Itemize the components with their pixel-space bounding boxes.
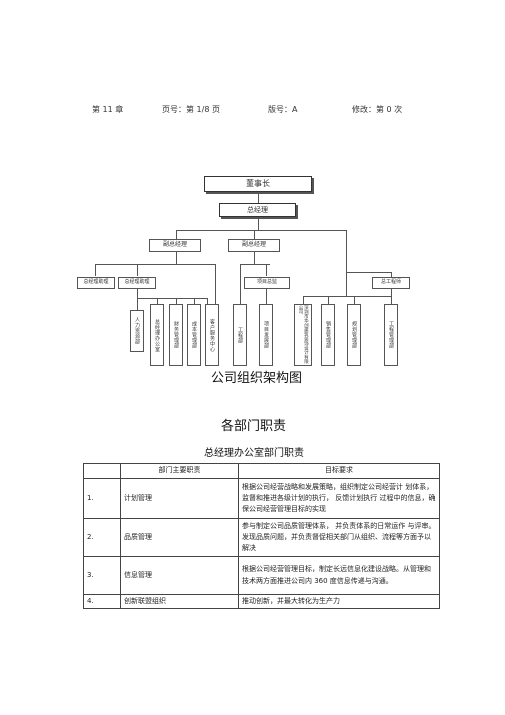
row-number: 1. (83, 478, 121, 519)
row-goal: 根据公司经营战略和发展策略，组织制定公司经营计 划体系，监督和推进各级计划的执行… (238, 478, 440, 519)
org-connector (95, 264, 96, 276)
org-connector (240, 264, 270, 265)
org-connector (137, 298, 138, 310)
org-connector (258, 219, 259, 230)
org-connector (354, 296, 355, 304)
org-connector (137, 289, 138, 298)
org-box-vice-gm-right: 副总经理 (228, 239, 280, 252)
table-header-cell: 目标要求 (238, 463, 440, 479)
org-box-subsidiary: 深圳市华创建筑装饰设计有限公司 (294, 304, 312, 366)
row-number: 3. (83, 556, 121, 595)
table-row: 1. 计划管理 根据公司经营战略和发展策略，组织制定公司经营计 划体系，监督和推… (83, 478, 440, 519)
row-goal: 参与制定公司品质管理体系， 并负责体系的日常运作 与评审。发现品质问题，并负责督… (238, 518, 440, 557)
org-connector (157, 298, 158, 304)
org-box-chairman: 董事长 (204, 176, 312, 192)
org-connector (254, 252, 255, 264)
org-connector (328, 296, 329, 304)
org-box-customer-service: 客户服务中心 (205, 304, 219, 366)
page-number: 页号：第 1/8 页 (162, 105, 220, 114)
row-number: 2. (83, 518, 121, 557)
org-connector (266, 289, 267, 304)
org-connector (258, 194, 259, 203)
org-connector (391, 289, 392, 304)
org-connector (346, 272, 391, 273)
table-row: 4. 创新联盟组织 推动创新，并最大转化为生产力 (83, 593, 440, 610)
org-connector (346, 272, 347, 296)
org-connector (391, 272, 392, 277)
row-duty: 创新联盟组织 (120, 593, 239, 610)
org-connector (176, 252, 177, 264)
row-duty: 品质管理 (120, 518, 239, 557)
org-connector (254, 230, 255, 239)
version-label: 版号：A (268, 105, 298, 114)
chart-caption: 公司组织架构图 (211, 371, 303, 386)
org-box-general-manager: 总经理 (219, 203, 296, 217)
org-box-hr: 人力资源部 (130, 310, 144, 352)
table-header-cell: 部门主要职责 (120, 463, 239, 479)
org-box-project-manager: 项目总监 (244, 277, 290, 289)
row-number: 4. (83, 593, 121, 610)
row-goal: 根据公司经营管理目标，制定长远信息化建设战略。从管理和技术两方面推进公司内 36… (238, 556, 440, 595)
duty-table: 部门主要职责 目标要求 1. 计划管理 根据公司经营战略和发展策略，组织制定公司… (83, 463, 440, 610)
org-box-gm-assistant-2: 总经理助理 (118, 277, 156, 289)
section-title: 各部门职责 (221, 419, 287, 434)
table-header-cell (83, 463, 121, 479)
org-box-gm-office: 总经理办公室 (150, 304, 164, 366)
org-connector (207, 298, 208, 304)
table-row: 3. 信息管理 根据公司经营管理目标，制定长远信息化建设战略。从管理和技术两方面… (83, 556, 440, 595)
row-goal: 推动创新，并最大转化为生产力 (238, 593, 440, 610)
org-box-engineering-management: 工程管理部 (384, 304, 398, 366)
org-box-cost: 成本管理部 (187, 304, 201, 366)
org-connector (95, 264, 215, 265)
row-duty: 信息管理 (120, 556, 239, 595)
org-connector (176, 298, 177, 304)
org-box-engineering: 工程部 (233, 304, 247, 366)
org-connector (137, 298, 207, 299)
org-connector (194, 298, 195, 304)
org-box-vice-gm-left: 副总经理 (149, 239, 201, 252)
row-duty: 计划管理 (120, 478, 239, 519)
table-row: 2. 品质管理 参与制定公司品质管理体系， 并负责体系的日常运作 与评审。发现品… (83, 518, 440, 557)
org-box-gm-assistant: 总经理助理 (77, 277, 115, 289)
org-box-sales: 销售管理部 (321, 304, 335, 366)
org-connector (176, 230, 177, 239)
org-connector (303, 296, 304, 304)
org-connector (346, 230, 347, 272)
org-box-planning: 规划管理部 (347, 304, 361, 366)
org-connector (176, 230, 346, 231)
org-box-project-development: 项目发展部 (259, 304, 273, 366)
table-header-row: 部门主要职责 目标要求 (83, 463, 440, 479)
org-box-chief-engineer: 总工程师 (372, 277, 410, 289)
org-connector (137, 264, 138, 276)
org-box-finance: 财务管理部 (169, 304, 183, 366)
revision-label: 修改：第 0 次 (352, 105, 403, 114)
org-connector (215, 264, 216, 304)
org-connector (266, 264, 267, 276)
chapter-label: 第 11 章 (92, 105, 124, 114)
org-connector (240, 264, 241, 304)
org-connector (303, 296, 391, 297)
subsection-title: 总经理办公室部门职责 (204, 448, 304, 459)
